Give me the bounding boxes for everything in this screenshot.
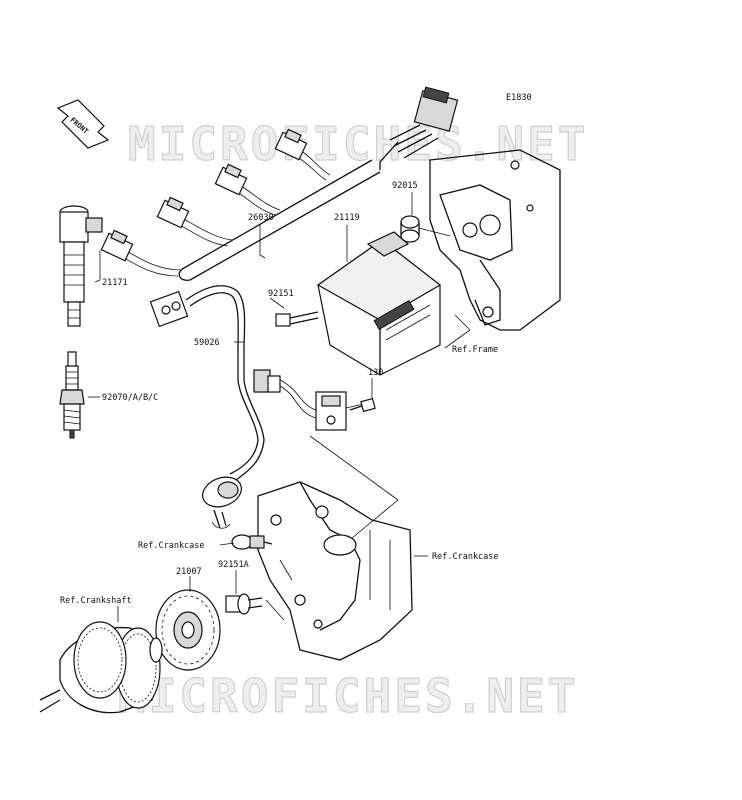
bolt-92151a bbox=[225, 593, 263, 615]
coil-connector-3 bbox=[156, 196, 190, 229]
label-92015: 92015 bbox=[392, 181, 418, 191]
bolt-92151 bbox=[275, 311, 319, 327]
crankshaft-drawing bbox=[39, 621, 163, 714]
ref-crankshaft: Ref.Crankshaft bbox=[60, 596, 132, 606]
label-130: 130 bbox=[368, 368, 383, 378]
coil-connector-4 bbox=[100, 229, 134, 262]
pickup-coil bbox=[315, 391, 365, 431]
leader-lines bbox=[88, 192, 471, 622]
front-arrow-icon: FRONT bbox=[56, 99, 110, 149]
timing-rotor-21007 bbox=[155, 589, 221, 671]
diagram-code: E1830 bbox=[506, 93, 532, 103]
coil-connector-1 bbox=[274, 128, 308, 161]
spacer-92015 bbox=[400, 215, 451, 243]
sensor-harness-59026 bbox=[149, 285, 317, 481]
label-59026: 59026 bbox=[194, 338, 220, 348]
frame-drawing bbox=[429, 149, 561, 331]
label-92070: 92070/A/B/C bbox=[102, 393, 158, 403]
label-21119: 21119 bbox=[334, 213, 360, 223]
ecu-21119 bbox=[316, 231, 442, 376]
label-21171: 21171 bbox=[102, 278, 128, 288]
ref-frame: Ref.Frame bbox=[452, 345, 498, 355]
label-92151: 92151 bbox=[268, 289, 294, 299]
coil-connector-2 bbox=[214, 163, 248, 196]
crank-sensor bbox=[202, 476, 242, 529]
ref-crankcase-right: Ref.Crankcase bbox=[432, 552, 499, 562]
watermark-top: MICROFICHES.NET bbox=[128, 117, 588, 171]
pressure-switch bbox=[231, 534, 273, 550]
bolt-130 bbox=[349, 397, 376, 413]
ref-crankcase-left: Ref.Crankcase bbox=[138, 541, 205, 551]
crankcase-drawing bbox=[257, 481, 413, 661]
label-26030: 26030 bbox=[248, 213, 274, 223]
watermark-bottom: MICROFICHES.NET bbox=[118, 669, 578, 723]
spark-plug-92070 bbox=[59, 351, 85, 439]
harness-main-connector bbox=[379, 86, 459, 170]
ignition-coil-21171 bbox=[59, 205, 103, 327]
label-21007: 21007 bbox=[176, 567, 202, 577]
label-92151a: 92151A bbox=[218, 560, 249, 570]
